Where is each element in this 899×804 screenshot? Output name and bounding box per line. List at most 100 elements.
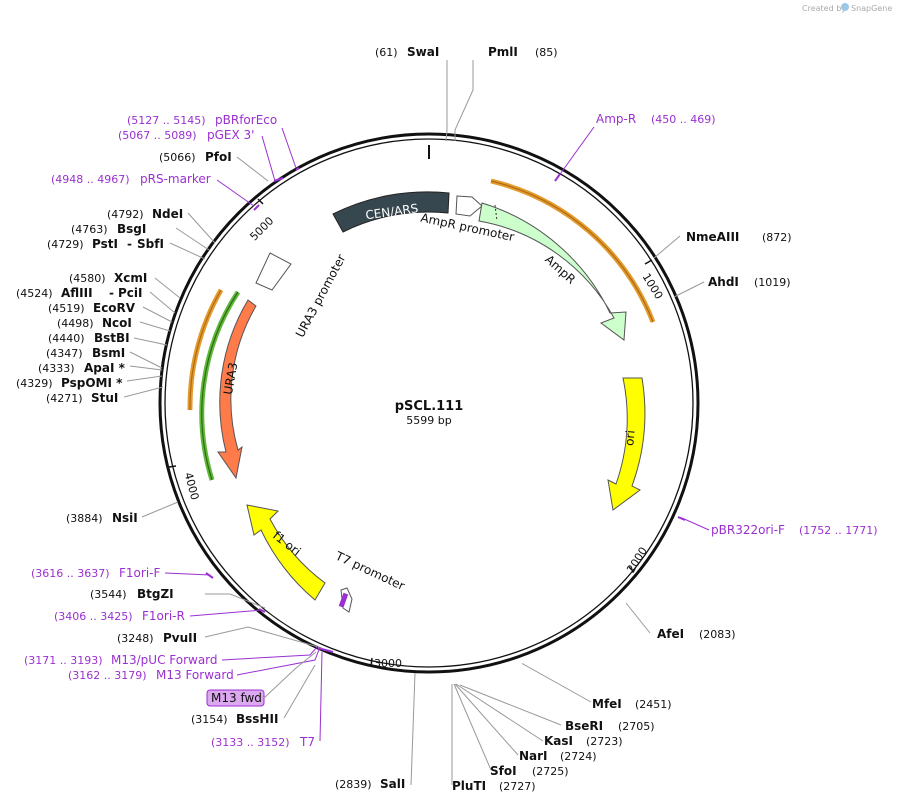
left-orf-band bbox=[187, 288, 224, 411]
feature-ura3-arrow[interactable] bbox=[217, 299, 257, 480]
site-bsgi[interactable]: (4763) BsgI bbox=[71, 222, 146, 236]
site-xcmi[interactable]: (4580) XcmI bbox=[69, 271, 147, 285]
site-name: PspOMI * bbox=[61, 376, 123, 390]
site-pos: (3154) bbox=[191, 713, 228, 726]
feature-ori-arrow[interactable] bbox=[607, 377, 646, 511]
site-ndei[interactable]: (4792) NdeI bbox=[107, 207, 183, 221]
feature-ampr-arrow[interactable] bbox=[478, 202, 627, 341]
feature-ura3[interactable]: URA3 bbox=[217, 299, 257, 480]
tick-label-5000: 5000 bbox=[247, 214, 276, 243]
site-pspomi[interactable]: (4329) PspOMI * bbox=[16, 376, 123, 390]
tick-label-3000: 3000 bbox=[374, 657, 402, 670]
connector-bstbi bbox=[133, 337, 168, 346]
primer-f1ori-f[interactable]: (3616 .. 3637) F1ori-F bbox=[31, 566, 160, 580]
site-pos: (4524) bbox=[16, 287, 53, 300]
feature-cen-ars-arrow[interactable] bbox=[332, 191, 450, 233]
feature-ura3-promoter-arrow[interactable] bbox=[255, 252, 292, 291]
site-pos: (2451) bbox=[635, 698, 672, 711]
site-mfei[interactable]: MfeI (2451) bbox=[592, 697, 672, 711]
primer-m13-puc-forward[interactable]: (3171 .. 3193) M13/pUC Forward bbox=[24, 653, 218, 667]
site-nsii[interactable]: (3884) NsiI bbox=[66, 511, 138, 525]
primer-pbrforeco[interactable]: (5127 .. 5145) pBRforEco bbox=[127, 113, 277, 127]
connector-bseri bbox=[459, 684, 562, 726]
plasmid-name: pSCL.111 bbox=[395, 399, 464, 414]
site-ncoi[interactable]: (4498) NcoI bbox=[57, 316, 132, 330]
site-swai[interactable]: (61) SwaI bbox=[375, 45, 439, 59]
feature-ori[interactable]: ori bbox=[607, 377, 646, 511]
connector-m13-puc bbox=[221, 645, 319, 661]
site-name: PvuII bbox=[163, 631, 197, 645]
primer-name: Amp-R bbox=[596, 112, 636, 126]
site-pluti[interactable]: PluTI (2727) bbox=[452, 779, 536, 793]
connector-f1ori-r bbox=[189, 609, 263, 617]
site-psti-sbfi[interactable]: (4729) PstI - SbfI bbox=[47, 237, 164, 251]
site-name: NcoI bbox=[102, 316, 132, 330]
connector-kasi bbox=[455, 683, 544, 742]
site-name: SalI bbox=[380, 777, 405, 791]
connector-sali bbox=[410, 672, 416, 786]
connector-afliii bbox=[149, 291, 176, 314]
snapgene-watermark: Created by SnapGene bbox=[802, 3, 892, 13]
primer-pgex[interactable]: (5067 .. 5089) pGEX 3' bbox=[118, 128, 254, 142]
site-nmeaiii[interactable]: NmeAIII (872) bbox=[686, 230, 792, 244]
site-ecorv[interactable]: (4519) EcoRV bbox=[48, 301, 136, 315]
site-name: MfeI bbox=[592, 697, 622, 711]
feature-t7-promoter[interactable]: T7 promoter bbox=[333, 548, 407, 613]
primer-amp-r[interactable]: Amp-R (450 .. 469) bbox=[596, 112, 716, 126]
feature-f1-ori-arrow[interactable] bbox=[246, 504, 326, 601]
site-name: NarI bbox=[519, 749, 548, 763]
connector-m13-forward bbox=[236, 646, 321, 676]
backbone-inner-ring bbox=[164, 138, 694, 668]
site-pos: (4333) bbox=[38, 362, 75, 375]
primer-mark-pbr322ori-f bbox=[677, 516, 686, 521]
site-name: AflIII bbox=[61, 286, 93, 300]
site-bsmi[interactable]: (4347) BsmI bbox=[46, 346, 125, 360]
site-stui[interactable]: (4271) StuI bbox=[46, 391, 118, 405]
connector-pfoi bbox=[236, 156, 269, 182]
site-ahdi[interactable]: AhdI (1019) bbox=[708, 275, 791, 289]
site-nari[interactable]: NarI (2724) bbox=[519, 749, 597, 763]
primer-prs-marker[interactable]: (4948 .. 4967) pRS-marker bbox=[51, 172, 211, 186]
site-pmli[interactable]: PmlI (85) bbox=[488, 45, 558, 59]
primer-m13-forward[interactable]: (3162 .. 3179) M13 Forward bbox=[68, 668, 234, 682]
connector-stui bbox=[123, 386, 164, 398]
site-sali[interactable]: (2839) SalI bbox=[335, 777, 405, 791]
primer-f1ori-r[interactable]: (3406 .. 3425) F1ori-R bbox=[54, 609, 185, 623]
m13-fwd-badge[interactable]: M13 fwd bbox=[206, 651, 317, 707]
site-sfoi[interactable]: SfoI (2725) bbox=[490, 764, 569, 778]
feature-ura3-promoter[interactable]: URA3 promoter bbox=[255, 252, 349, 340]
site-afei[interactable]: AfeI (2083) bbox=[657, 627, 736, 641]
site-kasi[interactable]: KasI (2723) bbox=[544, 734, 623, 748]
site-name: BsmI bbox=[92, 346, 125, 360]
primer-range: (3616 .. 3637) bbox=[31, 567, 110, 580]
primer-name: pRS-marker bbox=[140, 172, 211, 186]
site-afliii-pcii[interactable]: (4524) AflIII - PciI bbox=[16, 286, 143, 300]
feature-ampr-promoter-arrow[interactable] bbox=[455, 195, 483, 217]
site-pvuii[interactable]: (3248) PvuII bbox=[117, 631, 197, 645]
primer-mark-pbrforeco bbox=[295, 167, 300, 171]
primer-connectors bbox=[164, 126, 710, 742]
connector-pbr322ori-f bbox=[681, 517, 710, 531]
feature-ura3-label: URA3 bbox=[221, 361, 240, 395]
site-pos: (4792) bbox=[107, 208, 144, 221]
site-pfoi[interactable]: (5066) PfoI bbox=[159, 150, 232, 164]
primer-range: (3406 .. 3425) bbox=[54, 610, 133, 623]
site-name: SfoI bbox=[490, 764, 517, 778]
primer-pbr322ori-f[interactable]: pBR322ori-F (1752 .. 1771) bbox=[711, 523, 878, 537]
connector-ndei bbox=[187, 212, 216, 244]
feature-ampr[interactable]: AmpR bbox=[478, 202, 627, 341]
site-btgzi[interactable]: (3544) BtgZI bbox=[90, 587, 174, 601]
site-apai[interactable]: (4333) ApaI * bbox=[38, 361, 126, 375]
site-bseri[interactable]: BseRI (2705) bbox=[565, 719, 655, 733]
feature-f1-ori[interactable]: f1 ori bbox=[246, 504, 326, 601]
connector-besshii bbox=[283, 664, 316, 719]
site-name: SwaI bbox=[407, 45, 439, 59]
connector-xcmi bbox=[154, 277, 181, 299]
site-bstbi[interactable]: (4440) BstBI bbox=[48, 331, 130, 345]
connector-prs-marker bbox=[216, 179, 255, 207]
m13-fwd-badge-connector bbox=[263, 651, 317, 699]
primer-t7[interactable]: (3133 .. 3152) T7 bbox=[211, 735, 315, 749]
site-bsshii[interactable]: (3154) BssHII bbox=[191, 712, 278, 726]
site-pos: (2727) bbox=[499, 780, 536, 793]
connector-sfoi bbox=[453, 683, 492, 771]
